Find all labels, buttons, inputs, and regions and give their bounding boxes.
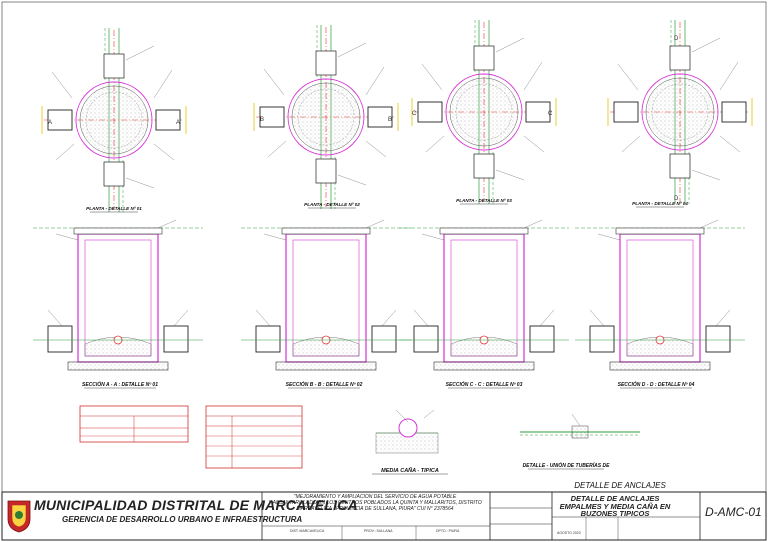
title-block: MUNICIPALIDAD DISTRITAL DE MARCAVELICA G… xyxy=(0,491,768,542)
municipal-seal-logo xyxy=(7,500,31,533)
plan-title-04: PLANTA - DETALLE Nº 04 xyxy=(632,201,688,206)
section-detail-04: SECCIÓN D - D : DETALLE Nº 04 xyxy=(574,219,746,389)
project-line-3: MARCAVELICA , PROVINCIA DE SULLANA, PIUR… xyxy=(296,506,454,512)
union-detail-title: DETALLE - UNIÓN DE TUBERÍAS DE xyxy=(523,462,611,469)
plan-title-03: PLANTA - DETALLE Nº 03 xyxy=(456,198,512,203)
section-detail-01: SECCIÓN A - A : DETALLE Nº 01 xyxy=(32,219,204,389)
issue-date: AGOSTO 2023 xyxy=(557,531,581,535)
cut-mark-a-left: A xyxy=(48,120,52,126)
fittings-table xyxy=(205,405,303,469)
location-department: DPTO.: PIURA xyxy=(436,529,460,533)
location-district: DIST: MARCAVELICA xyxy=(290,529,325,533)
project-line-2: Y ALCANTARILLADO EN LOS CENTROS POBLADOS… xyxy=(268,500,482,506)
section-title-02: SECCIÓN B - B : DETALLE Nº 02 xyxy=(286,381,363,388)
plan-detail-03: C C PLANTA - DETALLE Nº 03 xyxy=(411,19,557,205)
section-title-03: SECCIÓN C - C : DETALLE Nº 03 xyxy=(446,381,523,388)
sheet-title: DETALLE DE ANCLAJES EMPALMES Y MEDIA CAÑ… xyxy=(556,495,674,518)
cut-mark-d-top: D xyxy=(674,36,679,42)
project-line-1: "MEJORAMIENTO Y AMPLIACION DEL SERVICIO … xyxy=(293,494,457,500)
media-cana-title: MEDIA CAÑA - TIPICA xyxy=(381,467,439,474)
plan-detail-04: D D PLANTA - DETALLE Nº 04 xyxy=(607,19,753,208)
project-description: "MEJORAMIENTO Y AMPLIACION DEL SERVICIO … xyxy=(268,494,482,512)
organization-name: MUNICIPALIDAD DISTRITAL DE MARCAVELICA xyxy=(34,497,358,513)
concrete-type-table xyxy=(79,405,189,443)
sheet-title-line-2: EMPALMES Y MEDIA CAÑA EN xyxy=(559,501,671,511)
plan-detail-02: B B PLANTA - DETALLE Nº 02 xyxy=(253,24,399,210)
cut-mark-c-right: C xyxy=(548,111,553,117)
cut-mark-b-left: B xyxy=(260,117,264,123)
location-province: PROV.: SULLANA xyxy=(364,529,393,533)
drawing-code: D-AMC-01 xyxy=(705,505,762,519)
cut-mark-d-bottom: D xyxy=(674,196,679,202)
pipe-union-detail: DETALLE - UNIÓN DE TUBERÍAS DE xyxy=(520,413,640,470)
cut-mark-b-right: B xyxy=(388,117,392,123)
cut-mark-c-left: C xyxy=(412,111,417,117)
plan-detail-01: A A PLANTA - DETALLE Nº 01 xyxy=(41,27,187,213)
plan-title-02: PLANTA - DETALLE Nº 02 xyxy=(304,202,360,207)
section-title-01: SECCIÓN A - A : DETALLE Nº 01 xyxy=(82,381,158,388)
department-name: GERENCIA DE DESARROLLO URBANO E INFRAEST… xyxy=(62,515,303,524)
sheet-title-line-1: DETALLE DE ANCLAJES xyxy=(570,494,660,503)
sheet-main-title: DETALLE DE ANCLAJES xyxy=(574,481,666,490)
media-cana-detail: MEDIA CAÑA - TIPICA xyxy=(372,409,448,475)
section-detail-02: SECCIÓN B - B : DETALLE Nº 02 xyxy=(240,219,412,389)
sheet-title-line-3: BUZONES TIPICOS xyxy=(580,509,650,518)
cut-mark-a-right: A xyxy=(176,120,180,126)
section-detail-03: SECCIÓN C - C : DETALLE Nº 03 xyxy=(398,219,570,389)
section-title-04: SECCIÓN D - D : DETALLE Nº 04 xyxy=(618,381,695,388)
plan-title-01: PLANTA - DETALLE Nº 01 xyxy=(86,206,142,211)
title-block-frame xyxy=(1,491,767,541)
